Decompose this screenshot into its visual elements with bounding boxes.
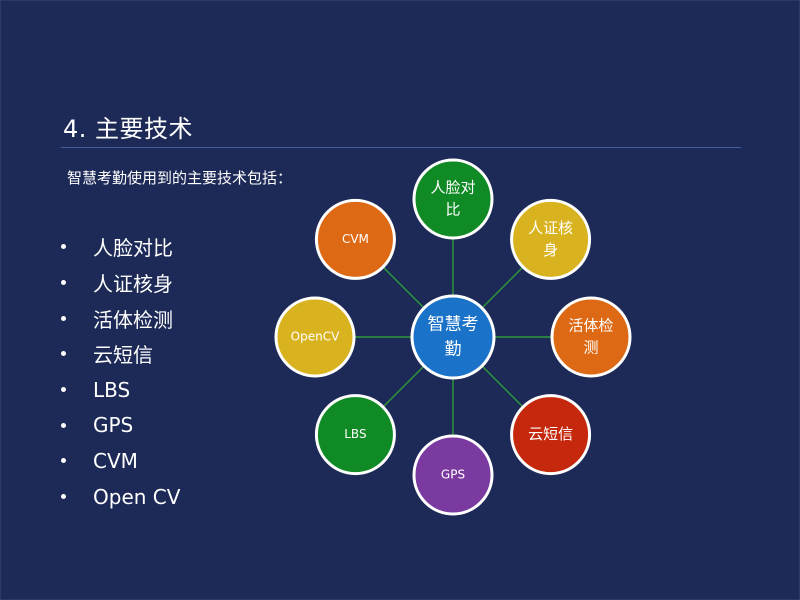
technology-node-circle [274, 296, 356, 378]
list-item: 人证核身 [61, 265, 180, 301]
center-node-label: 智慧考 [428, 315, 479, 335]
bullet-dot [61, 422, 66, 428]
intro-text: 智慧考勤使用到的主要技术包括： [67, 169, 293, 187]
bullet-dot [61, 244, 66, 250]
list-item: 云短信 [61, 336, 180, 372]
technology-node-circle [510, 198, 592, 280]
title-divider [61, 147, 741, 148]
technology-node-circle [510, 394, 592, 476]
technology-node-label: 云短信 [528, 425, 573, 443]
list-item-label: 活体检测 [93, 307, 173, 332]
technology-node-label: 身 [543, 241, 558, 259]
connector-line [452, 238, 552, 338]
slide-title: 4. 主要技术 [63, 115, 194, 143]
connector-line [452, 336, 552, 436]
list-item-label: CVM [93, 448, 138, 473]
list-item-label: Open CV [93, 484, 181, 509]
list-item-label: GPS [93, 413, 134, 438]
technology-node: 活体检测 [550, 296, 632, 378]
technology-node-circle [412, 158, 494, 240]
bullet-dot [61, 280, 66, 286]
bullet-dot [61, 387, 66, 393]
list-item-label: 人脸对比 [93, 236, 173, 261]
center-node: 智慧考勤 [410, 294, 496, 380]
list-item-label: LBS [93, 377, 131, 402]
technology-node-label: 人证核 [528, 219, 573, 237]
list-item-label: 人证核身 [93, 272, 173, 297]
list-item: 人脸对比 [61, 229, 180, 265]
bullet-dot [61, 315, 66, 321]
technology-node-label: LBS [344, 427, 366, 441]
technology-node: 人证核身 [510, 198, 592, 280]
technology-node-label: GPS [441, 468, 465, 482]
technology-node-circle [314, 394, 396, 476]
technology-node-circle [550, 296, 632, 378]
list-item: CVM [61, 443, 180, 479]
technology-node: OpenCV [274, 296, 356, 378]
technology-node-label: 比 [445, 200, 460, 218]
technology-node: GPS [412, 434, 494, 516]
technology-node: LBS [314, 394, 396, 476]
technology-node-label: 人脸对 [430, 179, 475, 197]
technology-node-circle [412, 434, 494, 516]
list-item: 活体检测 [61, 300, 180, 336]
technology-node: CVM [314, 198, 396, 280]
technology-node-label: OpenCV [291, 330, 340, 344]
list-item-label: 云短信 [93, 343, 153, 368]
bullet-dot [61, 494, 66, 500]
technology-node: 人脸对比 [412, 158, 494, 240]
technology-node-label: 测 [583, 338, 598, 356]
bullet-dot [61, 351, 66, 357]
connector-line [354, 336, 454, 436]
technology-node-label: 活体检 [568, 317, 613, 335]
list-item: LBS [61, 372, 180, 408]
connector-layer [315, 199, 591, 475]
technology-list: 人脸对比 人证核身 活体检测 云短信 LBS GPS CVM Open CV [61, 229, 180, 515]
list-item: GPS [61, 407, 180, 443]
technology-node-label: CVM [342, 232, 369, 246]
bullet-dot [61, 458, 66, 464]
technology-node-circle [314, 198, 396, 280]
list-item: Open CV [61, 479, 180, 515]
technology-node: 云短信 [510, 394, 592, 476]
center-node-label: 勤 [445, 339, 462, 359]
center-node-circle [410, 294, 496, 380]
connector-line [354, 238, 454, 338]
